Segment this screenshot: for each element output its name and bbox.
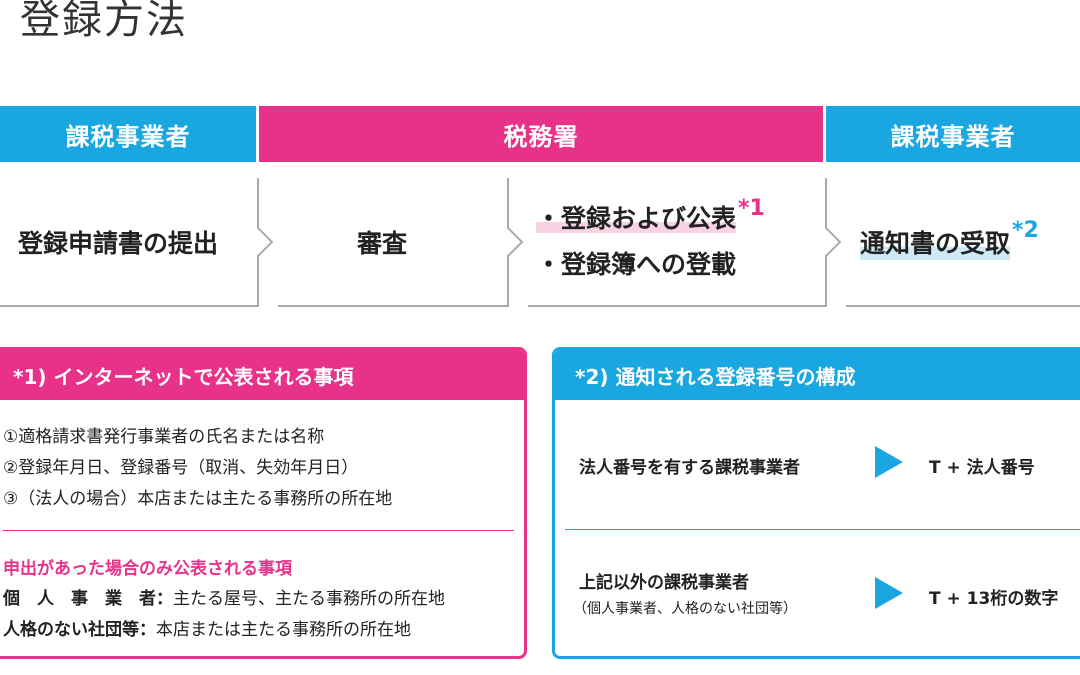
- other-number-format: T + 13桁の数字: [929, 589, 1059, 609]
- published-item-2: ②登録年月日、登録番号（取消、失効年月日）: [3, 458, 359, 478]
- on-request-item-individual: 個 人 事 業 者：主たる屋号、主たる事務所の所在地: [3, 584, 445, 609]
- on-request-item-association-text: 本店または主たる事務所の所在地: [156, 620, 411, 640]
- header-taxpayer-left: 課税事業者: [0, 106, 256, 162]
- published-items-title: *1) インターネットで公表される事項: [0, 350, 524, 400]
- step3-chevron-border: [528, 178, 842, 307]
- published-items-box: *1) インターネットで公表される事項 ①適格請求書発行事業者の氏名または名称 …: [0, 347, 527, 659]
- corporate-taxpayer-label: 法人番号を有する課税事業者: [579, 458, 800, 478]
- footnote-mark-1: *1: [738, 196, 765, 221]
- on-request-item-association-label: 人格のない社団等：: [3, 620, 156, 640]
- header-tax-office: 税務署: [259, 106, 823, 162]
- step-submit-application: 登録申請書の提出: [0, 178, 236, 306]
- published-item-3: ③（法人の場合）本店または主たる事務所の所在地: [3, 489, 393, 509]
- step-register-record-label: ・登録簿への登載: [536, 250, 737, 279]
- step-review-label: 審査: [356, 229, 407, 258]
- other-taxpayer-note: （個人事業者、人格のない社団等）: [573, 601, 797, 617]
- registration-number-title: *2) 通知される登録番号の構成: [555, 350, 1080, 400]
- step1-chevron-border: [0, 178, 274, 307]
- on-request-item-individual-text: 主たる屋号、主たる事務所の所在地: [173, 589, 445, 609]
- box1-divider: [3, 530, 514, 531]
- published-item-1: ①適格請求書発行事業者の氏名または名称: [3, 427, 325, 447]
- step-receive-notice-label: 通知書の受取: [860, 224, 1011, 260]
- step-submit-label: 登録申請書の提出: [17, 229, 218, 258]
- on-request-items-title: 申出があった場合のみ公表される事項: [3, 559, 292, 579]
- step-register-publish-label: ・登録および公表: [536, 204, 737, 233]
- flow-chevrons: [0, 178, 1080, 307]
- registration-number-box: *2) 通知される登録番号の構成 法人番号を有する課税事業者 T + 法人番号 …: [552, 347, 1080, 659]
- step-review: 審査: [278, 178, 486, 306]
- on-request-item-individual-label: 個 人 事 業 者：: [3, 589, 173, 609]
- arrow-right-icon: [875, 446, 903, 478]
- corporate-number-format: T + 法人番号: [929, 458, 1035, 478]
- page-title: 登録方法: [20, 0, 188, 43]
- other-taxpayer-label: 上記以外の課税事業者: [579, 573, 749, 593]
- step2-chevron-border: [278, 178, 524, 307]
- on-request-item-association: 人格のない社団等：本店または主たる事務所の所在地: [3, 615, 411, 640]
- header-taxpayer-right: 課税事業者: [826, 106, 1080, 162]
- arrow-right-icon: [875, 577, 903, 609]
- footnote-mark-2: *2: [1012, 217, 1039, 243]
- box2-divider: [565, 529, 1080, 530]
- step-register-publish: ・登録および公表*1 ・登録簿への登載: [536, 178, 826, 306]
- step-receive-notice: 通知書の受取*2: [846, 178, 1080, 306]
